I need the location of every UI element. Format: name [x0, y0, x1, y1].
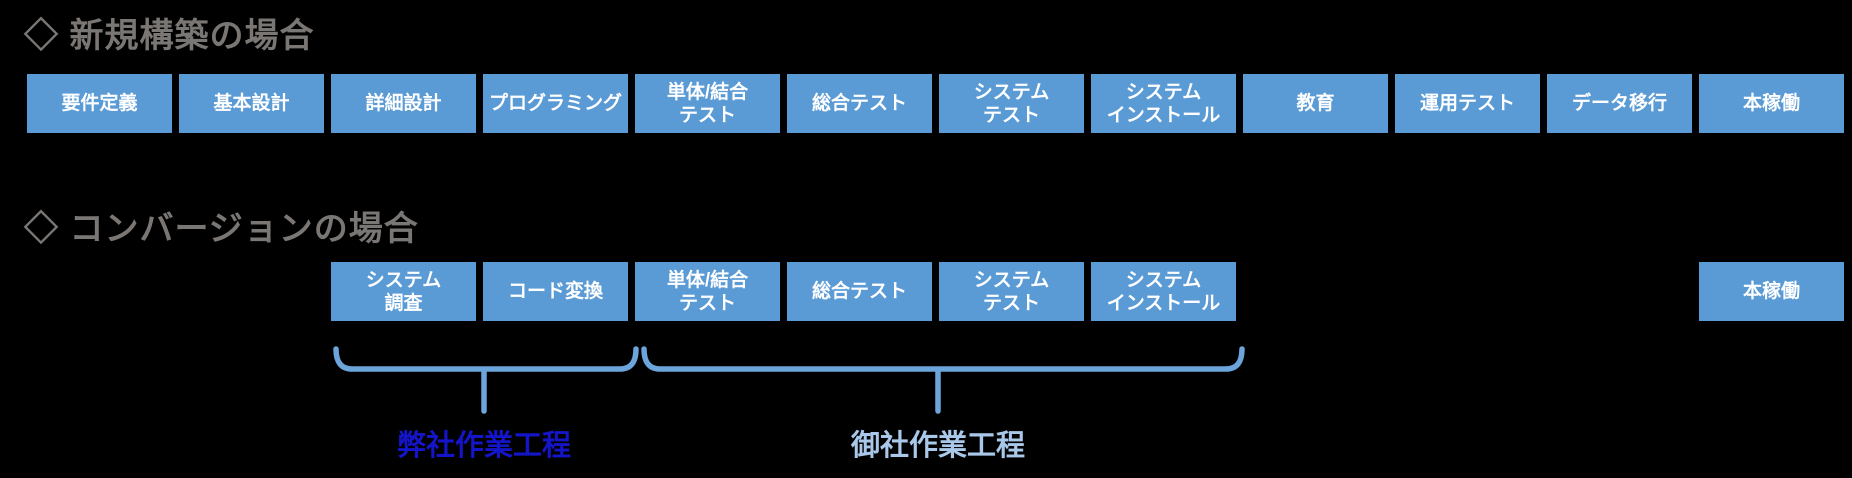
section-title-conversion: ◇ コンバージョンの場合 [24, 210, 419, 248]
section-title-new-build: ◇ 新規構築の場合 [24, 17, 315, 55]
brace-your-company-scope [641, 346, 1245, 414]
label-our-company-process: 弊社作業工程 [396, 430, 571, 462]
brace-our-company-scope [333, 346, 639, 414]
label-your-company-process: 御社作業工程 [850, 430, 1025, 462]
